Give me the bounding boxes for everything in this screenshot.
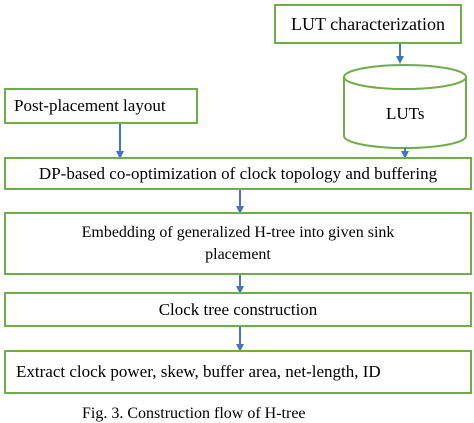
post-placement-label: Post-placement layout — [14, 96, 166, 115]
lut-characterization-label: LUT characterization — [290, 13, 446, 34]
extract-box: Extract clock power, skew, buffer area, … — [4, 350, 472, 394]
extract-label: Extract clock power, skew, buffer area, … — [16, 362, 381, 381]
clock-tree-label: Clock tree construction — [158, 299, 318, 319]
luts-label: LUTs — [386, 104, 425, 123]
embedding-box: Embedding of generalized H-tree into giv… — [4, 212, 472, 275]
dp-cooptimization-box: DP-based co-optimization of clock topolo… — [4, 157, 472, 190]
lut-characterization-box: LUT characterization — [274, 4, 462, 44]
clock-tree-box: Clock tree construction — [4, 292, 472, 327]
post-placement-box: Post-placement layout — [4, 88, 198, 124]
figure-caption: Fig. 3. Construction flow of H-tree — [82, 405, 306, 422]
embedding-label: Embedding of generalized H-tree into giv… — [81, 223, 395, 263]
luts-database-icon — [343, 64, 467, 149]
dp-cooptimization-label: DP-based co-optimization of clock topolo… — [38, 163, 438, 183]
